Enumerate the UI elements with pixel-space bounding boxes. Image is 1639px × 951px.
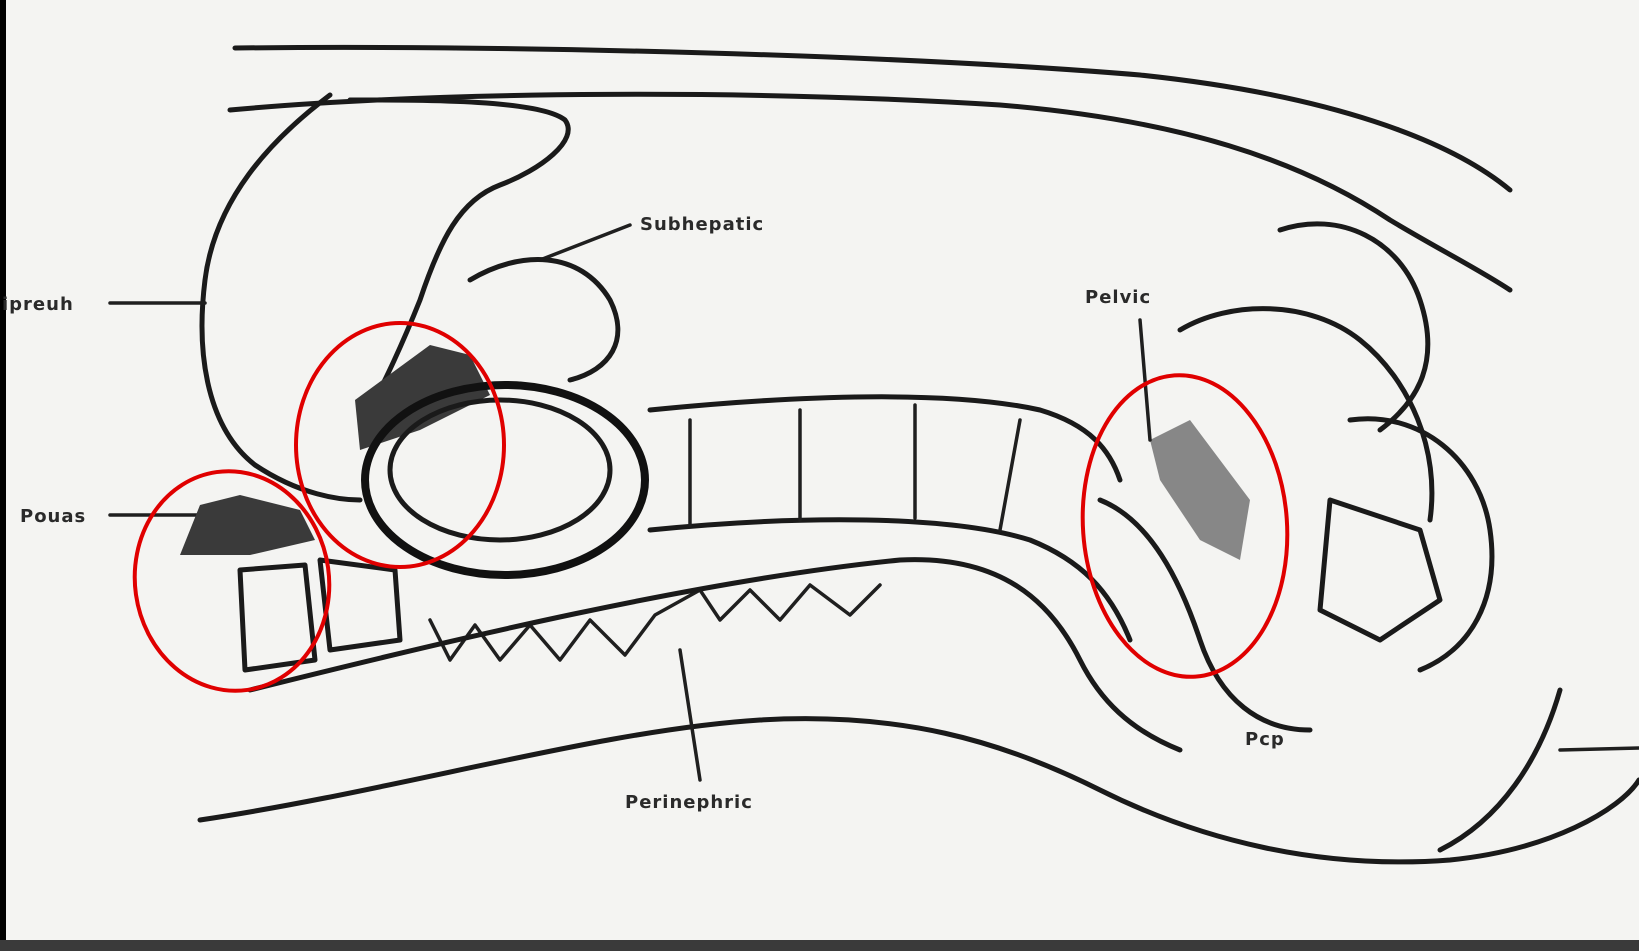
label-top-center: Subhepatic [640,214,764,235]
vertebra-4 [1000,420,1020,530]
left-shaded-wedge [180,495,315,555]
label-left: Pouas [20,506,86,527]
spine-upper-line [650,397,1120,480]
subhepatic-shaded-wedge [355,345,490,450]
left-block [240,565,315,670]
bottom-center-pointer [680,650,700,780]
outer-upper-contour [230,94,1510,290]
label-upper-left: ipreuh [2,294,74,315]
subhepatic-fold [470,260,618,380]
annotation-ring-left [121,459,344,704]
pelvic-shaded-wedge [1150,420,1250,560]
top-center-pointer [540,225,630,260]
right-pointer [1140,320,1150,440]
lower-band [250,560,1180,750]
label-bottom-center: Perinephric [625,792,753,813]
upper-left-lobe [202,95,360,500]
left-block-2 [320,560,400,650]
right-tail-line [1560,748,1639,750]
right-pelvic-curve-5 [1320,500,1440,640]
annotation-ring-right [1073,368,1298,683]
outer-bottom-contour [200,719,1639,862]
label-bottom-right: Pcp [1245,729,1285,750]
outer-top-contour [235,47,1510,190]
right-tail-curve [1440,690,1560,850]
central-oval-organ [365,385,645,575]
label-right: Pelvic [1085,287,1151,308]
right-pelvic-curve-3 [1350,419,1492,670]
